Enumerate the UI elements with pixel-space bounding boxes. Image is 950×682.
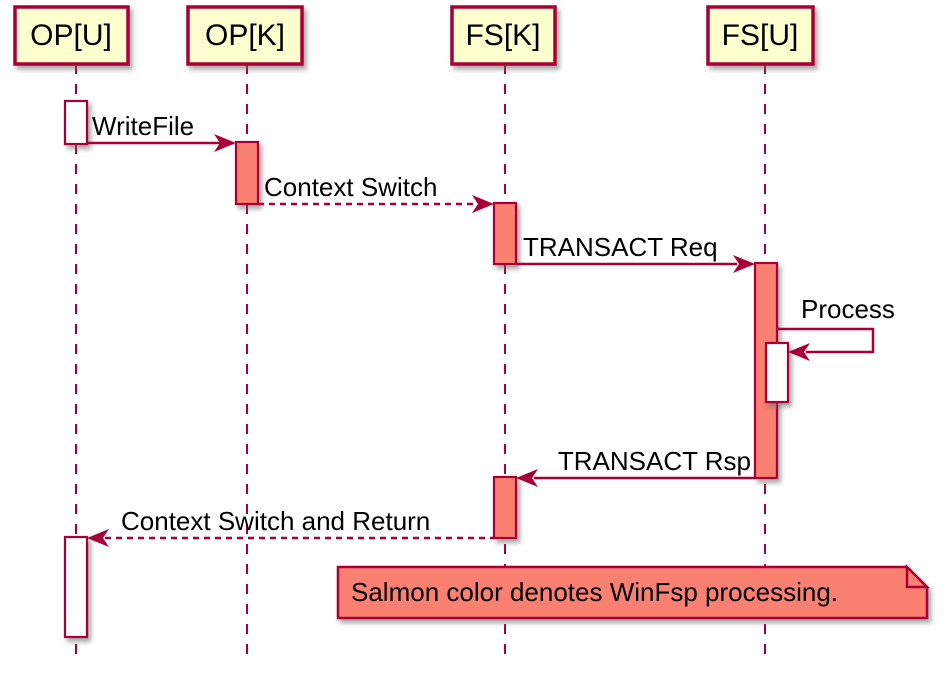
message-process-line	[777, 327, 875, 354]
note: Salmon color denotes WinFsp processing.	[336, 563, 931, 620]
participant-label-fs-k: FS[K]	[465, 19, 540, 52]
message-writefile-arrowhead-icon	[214, 134, 236, 152]
message-context-switch-return: Context Switch and Return	[87, 506, 494, 547]
activation-op-k-winfsp	[234, 140, 260, 206]
message-transact-rsp: TRANSACT Rsp	[516, 446, 755, 487]
message-context-switch-return-label: Context Switch and Return	[121, 506, 430, 536]
note-fold-corner-icon	[905, 563, 931, 589]
message-writefile-label: WriteFile	[92, 111, 194, 141]
message-transact-req: TRANSACT Req	[516, 232, 755, 273]
activation-fs-k-winfsp-req	[492, 201, 518, 266]
note-body	[336, 565, 929, 620]
message-process-label: Process	[801, 294, 895, 324]
participant-op-k: OP[K]	[186, 5, 304, 66]
message-transact-req-arrowhead-icon	[733, 255, 755, 273]
participant-label-fs-u: FS[U]	[722, 19, 799, 52]
participant-label-op-u: OP[U]	[30, 19, 112, 52]
message-transact-req-label: TRANSACT Req	[523, 232, 718, 262]
participant-fs-k: FS[K]	[450, 5, 557, 66]
participant-box-fs-u	[706, 5, 815, 66]
activation-fs-k-winfsp-rsp	[492, 475, 518, 540]
message-process-arrowhead-icon	[788, 343, 810, 361]
message-transact-rsp-label: TRANSACT Rsp	[558, 446, 751, 476]
activation-fs-u-process	[764, 341, 790, 404]
message-context-switch-label: Context Switch	[264, 172, 437, 202]
message-process-self-call: Process	[777, 294, 895, 361]
participant-label-op-k: OP[K]	[205, 19, 285, 52]
participant-box-op-u	[13, 5, 130, 66]
activation-op-u-return	[63, 535, 89, 639]
message-writefile: WriteFile	[87, 111, 236, 152]
message-context-switch-return-arrowhead-icon	[87, 529, 109, 547]
participant-fs-u: FS[U]	[706, 5, 815, 66]
note-label: Salmon color denotes WinFsp processing.	[351, 577, 838, 607]
message-context-switch-arrowhead-icon	[472, 195, 494, 213]
participant-op-u: OP[U]	[13, 5, 130, 66]
message-transact-rsp-arrowhead-icon	[516, 469, 538, 487]
message-context-switch: Context Switch	[258, 172, 494, 213]
participant-box-op-k	[186, 5, 304, 66]
participant-box-fs-k	[450, 5, 557, 66]
activation-op-u-writefile	[63, 99, 89, 146]
